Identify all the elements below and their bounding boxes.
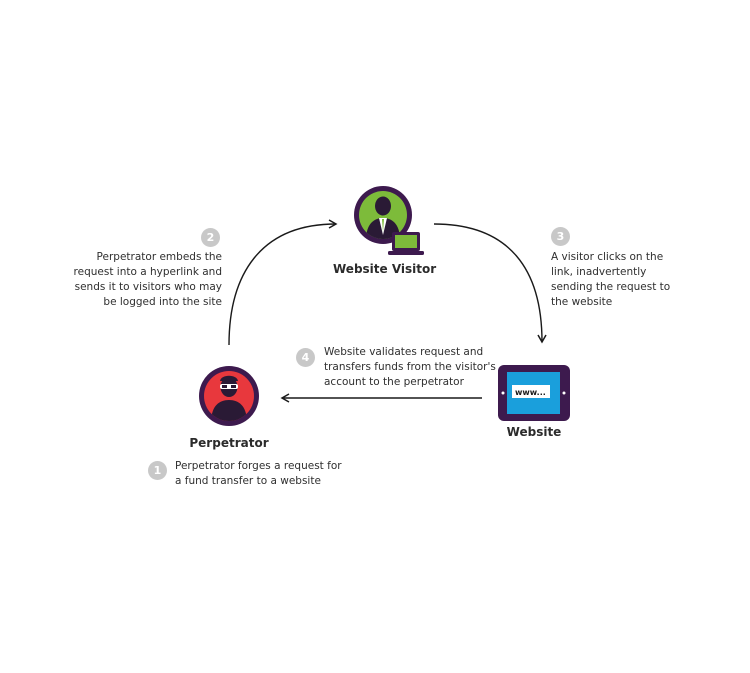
step-3-line: A visitor clicks on the <box>551 251 664 263</box>
tablet-icon: www... <box>498 365 570 421</box>
step-2-line: Perpetrator embeds the <box>96 251 222 263</box>
user-with-laptop-icon <box>354 186 424 255</box>
step-2-caption: Perpetrator embeds the request into a hy… <box>70 250 222 310</box>
website-label: Website <box>506 425 562 439</box>
step-2-line: be logged into the site <box>103 296 222 308</box>
step-3-badge: 3 <box>551 227 570 246</box>
step-4-caption: Website validates request and transfers … <box>324 345 504 390</box>
step-1-line: Perpetrator forges a request for <box>175 460 342 472</box>
step-3-line: the website <box>551 296 613 308</box>
step-4-line: transfers funds from the visitor's <box>324 361 496 373</box>
step-1-line: a fund transfer to a website <box>175 475 321 487</box>
step-2-badge: 2 <box>201 228 220 247</box>
step-4-line: account to the perpetrator <box>324 376 464 388</box>
step-3-line: link, inadvertently <box>551 266 647 278</box>
step-3-caption: A visitor clicks on the link, inadverten… <box>551 250 701 310</box>
arrow-perpetrator-to-visitor <box>228 219 338 346</box>
perpetrator-label: Perpetrator <box>189 436 269 450</box>
step-4-line: Website validates request and <box>324 346 484 358</box>
website-visitor-label: Website Visitor <box>333 262 437 276</box>
step-3-line: sending the request to <box>551 281 671 293</box>
masked-user-icon <box>199 366 259 426</box>
step-2-line: request into a hyperlink and <box>73 266 222 278</box>
step-2-line: sends it to visitors who may <box>74 281 222 293</box>
step-4-badge: 4 <box>296 348 315 367</box>
arrow-visitor-to-website <box>433 223 547 344</box>
step-1-caption: Perpetrator forges a request for a fund … <box>175 459 345 489</box>
tablet-screen-text: www... <box>515 388 546 397</box>
step-1-badge: 1 <box>148 461 167 480</box>
